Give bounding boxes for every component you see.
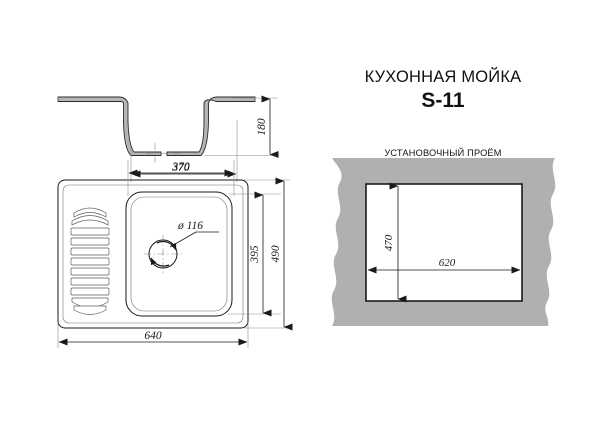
drainer-rib	[70, 267, 110, 276]
cutout-dimension-label-470: 470	[383, 234, 395, 251]
drainer-rib	[70, 227, 110, 236]
plan-dimension-label-490: 490	[270, 245, 282, 263]
drainer-rib	[70, 247, 110, 256]
diameter-leader-line	[169, 231, 197, 248]
dimension-label-diameter: ø 116	[177, 220, 203, 232]
section-body-outline-right	[166, 96, 256, 156]
drainer-cap-top	[73, 207, 107, 218]
drain-arrow-upper	[156, 240, 177, 251]
cutout-caption: УСТАНОВОЧНЫЙ ПРОЁМ	[384, 147, 501, 158]
drain-hole-group	[144, 235, 182, 273]
plan-dimension-label-395: 395	[249, 245, 261, 264]
drainer-cap-bottom	[73, 305, 107, 315]
sink-outer-outline	[57, 179, 249, 329]
dimension-label-180: 180	[256, 118, 268, 136]
section-body-outline	[57, 96, 162, 156]
drainer-board	[70, 207, 110, 315]
drainer-rib	[70, 237, 110, 246]
basin-inner-line	[130, 196, 228, 312]
model-name: S-11	[421, 89, 465, 112]
drainer-rib	[70, 287, 110, 296]
cutout-dimension-label-620: 620	[439, 257, 456, 269]
plan-dimension-label-640: 640	[144, 330, 162, 342]
plan-view: ø 116 370 640 395 490	[57, 160, 293, 348]
cross-section-view: 180 370	[57, 95, 279, 182]
sink-inner-rim-line	[62, 184, 244, 324]
plan-dimension-label-370: 370	[171, 161, 190, 173]
page-title: КУХОННАЯ МОЙКА	[365, 67, 522, 86]
drainer-rib	[70, 277, 110, 286]
installation-cutout-view: 470 620	[331, 158, 556, 326]
drainer-rib	[70, 257, 110, 266]
basin-outline	[125, 191, 233, 317]
drain-arrow-lower	[150, 257, 170, 267]
drain-hole-circle	[148, 239, 178, 269]
drainer-arc-top	[71, 215, 109, 226]
